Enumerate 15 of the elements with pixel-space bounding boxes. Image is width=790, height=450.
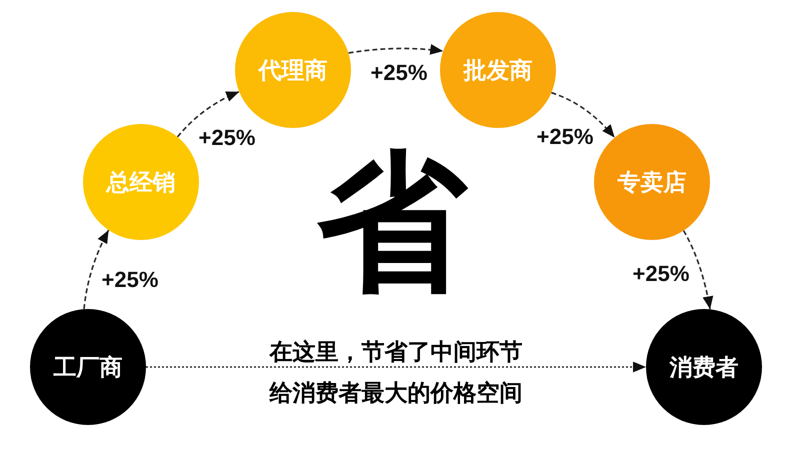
- arrow: [146, 362, 646, 372]
- stage-circle: 总经销: [83, 124, 199, 240]
- arrow: [348, 44, 444, 55]
- stage-circle: 消费者: [646, 309, 762, 425]
- caption-text: 在这里，节省了中间环节: [270, 340, 522, 364]
- arrow: [682, 230, 714, 310]
- arrow: [83, 230, 110, 310]
- caption-text: 给消费者最大的价格空间: [270, 382, 522, 404]
- arrow: [176, 90, 240, 138]
- big-character: 省: [317, 147, 467, 297]
- stage-circle: 代理商: [235, 12, 351, 128]
- stage-circle: 工厂商: [30, 309, 146, 425]
- stage-circle: 批发商: [440, 12, 556, 128]
- stage-circle: 专卖店: [594, 124, 710, 240]
- arrow: [551, 92, 616, 138]
